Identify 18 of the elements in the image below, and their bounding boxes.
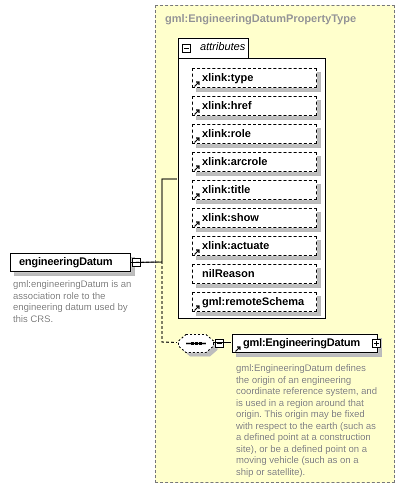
description-text: gml:EngineeringDatum defines the origin of an engineering coordinate reference system, and is used in a region around that origin. This origin may be fixed with respect to the earth (such as a defined point at a construction site), or be a defined point on a moving vehicle (such as on a ship or satellite). [236, 363, 378, 478]
type-name: gml:EngineeringDatumPropertyType [165, 13, 356, 25]
attribute-name: xlink:actuate [202, 240, 270, 252]
connector-line [212, 342, 232, 343]
attribute-name: nilReason [202, 268, 255, 280]
attribute-name: xlink:show [202, 212, 259, 224]
attribute-name: xlink:role [202, 128, 251, 140]
attribute-name: xlink:href [202, 100, 252, 112]
element-name: engineeringDatum [19, 256, 112, 268]
attribute-name: xlink:title [202, 184, 250, 196]
attribute-name: gml:remoteSchema [202, 296, 304, 308]
type-container [155, 5, 395, 483]
group-label: attributes [200, 41, 246, 53]
element-name: gml:EngineeringDatum [243, 337, 360, 349]
attribute-name: xlink:arcrole [202, 156, 268, 168]
connector-line [130, 262, 178, 343]
description-text: gml:engineeringDatum is an association role to the engineering datum used by this CRS. [13, 279, 132, 325]
attribute-name: xlink:type [202, 72, 254, 84]
